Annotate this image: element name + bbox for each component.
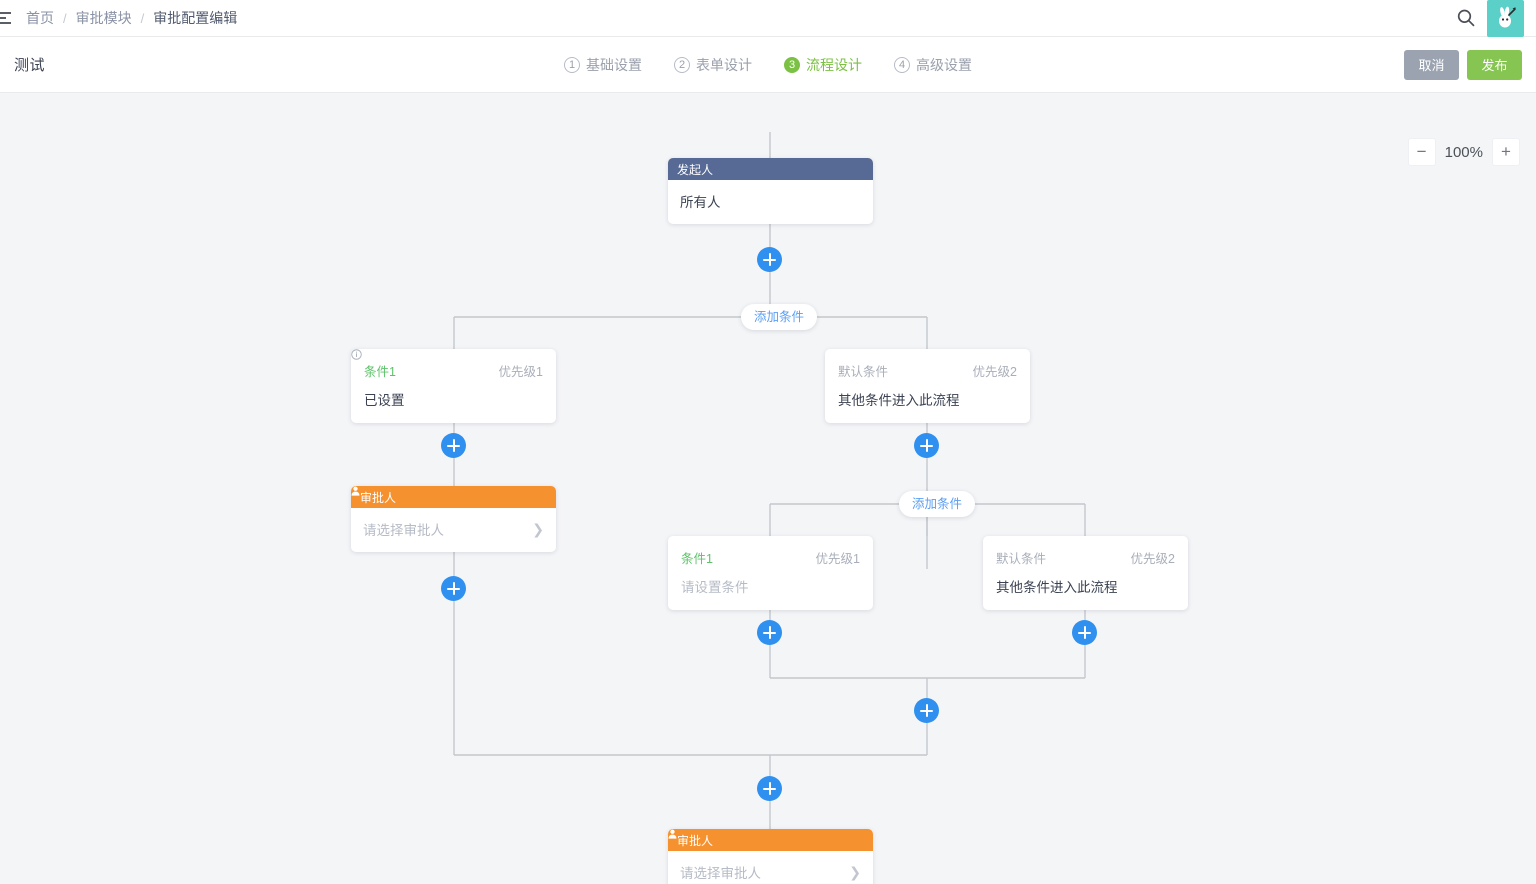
sub-header: 测试 1 基础设置 2 表单设计 3 流程设计 4 高级设置 取消 发布 [0,37,1536,93]
node-header: 审批人 [351,486,556,508]
step-number: 2 [674,56,690,73]
person-icon [351,486,360,496]
step-label: 表单设计 [696,56,752,73]
add-node-button-nested-right[interactable] [1072,620,1097,645]
condition-priority: 优先级1 [498,365,543,379]
top-bar-actions [1455,0,1536,37]
condition-name: 默认条件 [996,552,1047,566]
tab-basic-settings[interactable]: 1 基础设置 [564,55,642,75]
breadcrumb-item-home[interactable]: 首页 [26,10,54,26]
condition-priority: 优先级2 [972,365,1017,379]
add-node-button-after-outer-merge[interactable] [757,776,782,801]
breadcrumb-separator: / [140,10,145,26]
node-body[interactable]: 请选择审批人 ❯ [351,508,556,552]
step-number: 3 [784,56,800,73]
condition-header: 条件1 优先级1 [681,548,860,567]
condition-name: 条件1 [681,552,713,566]
node-header-label: 发起人 [677,162,714,177]
menu-collapse-icon[interactable] [0,11,12,25]
condition-value-row[interactable]: 请设置条件 [681,576,860,596]
add-node-button-left-branch[interactable] [441,433,466,458]
node-approver-left[interactable]: 审批人 请选择审批人 ❯ [351,486,556,552]
condition-value-row[interactable]: 其他条件进入此流程 [838,389,1017,409]
condition-name: 默认条件 [838,365,889,379]
node-body[interactable]: 请选择审批人 ❯ [668,851,873,884]
breadcrumb-item-module[interactable]: 审批模块 [75,10,132,26]
step-label: 流程设计 [806,56,862,73]
breadcrumb-separator: / [63,10,67,26]
node-body-value: 请选择审批人 [680,866,761,881]
condition-value-row[interactable]: 其他条件进入此流程 [996,576,1175,596]
condition-header: 默认条件 优先级2 [838,361,1017,380]
rabbit-avatar-icon [1498,6,1516,28]
condition-value-row[interactable]: 已设置 [351,349,543,409]
tab-advanced-settings[interactable]: 4 高级设置 [894,55,972,75]
step-indicator: 1 基础设置 2 表单设计 3 流程设计 4 高级设置 [564,55,972,75]
zoom-level: 100% [1444,143,1483,161]
node-condition-default-2[interactable]: 默认条件 优先级2 其他条件进入此流程 [983,536,1188,610]
node-header-label: 审批人 [360,490,397,505]
info-icon [351,349,362,360]
publish-button[interactable]: 发布 [1467,49,1522,80]
add-node-button-right-branch[interactable] [914,433,939,458]
add-node-button-after-approver-left[interactable] [441,576,466,601]
node-header-label: 审批人 [677,833,714,848]
breadcrumb-item-current: 审批配置编辑 [153,10,238,26]
node-header: 发起人 [668,158,873,180]
node-condition-1[interactable]: 条件1 优先级1 已设置 [351,349,556,423]
condition-value: 其他条件进入此流程 [996,580,1118,595]
node-condition-default-1[interactable]: 默认条件 优先级2 其他条件进入此流程 [825,349,1030,423]
condition-value: 其他条件进入此流程 [838,393,960,408]
condition-value: 已设置 [364,393,405,408]
node-body[interactable]: 所有人 [668,180,873,224]
avatar[interactable] [1487,0,1524,37]
header-actions: 取消 发布 [1404,49,1536,80]
step-number: 4 [894,56,910,73]
breadcrumb: 首页 / 审批模块 / 审批配置编辑 [26,8,237,28]
node-header: 审批人 [668,829,873,851]
node-approver-bottom[interactable]: 审批人 请选择审批人 ❯ [668,829,873,884]
condition-priority: 优先级2 [1130,552,1175,566]
zoom-out-button[interactable]: − [1407,138,1436,166]
person-icon [668,829,677,839]
condition-header: 默认条件 优先级2 [996,548,1175,567]
condition-name: 条件1 [364,365,396,379]
page-title: 测试 [14,57,46,74]
chevron-right-icon: ❯ [532,521,544,537]
search-icon[interactable] [1455,7,1477,29]
tab-process-design[interactable]: 3 流程设计 [784,55,862,75]
step-number: 1 [564,56,580,73]
node-body-value: 所有人 [680,195,721,210]
add-condition-button-nested[interactable]: 添加条件 [899,491,976,517]
zoom-in-button[interactable]: + [1492,138,1520,166]
condition-value: 请设置条件 [681,580,749,595]
condition-priority: 优先级1 [815,552,860,566]
node-body-value: 请选择审批人 [363,523,444,538]
node-condition-2[interactable]: 条件1 优先级1 请设置条件 [668,536,873,610]
condition-header: 条件1 优先级1 [364,361,543,380]
step-label: 高级设置 [916,56,972,73]
flow-canvas[interactable]: − 100% + [0,94,1536,884]
cancel-button[interactable]: 取消 [1404,49,1459,80]
add-condition-button-outer[interactable]: 添加条件 [741,304,818,330]
node-initiator[interactable]: 发起人 所有人 [668,158,873,224]
tab-form-design[interactable]: 2 表单设计 [674,55,752,75]
add-node-button-after-initiator[interactable] [757,247,782,272]
step-label: 基础设置 [586,56,642,73]
chevron-right-icon: ❯ [849,864,861,880]
top-bar: 首页 / 审批模块 / 审批配置编辑 [0,0,1536,37]
add-node-button-after-nested-merge[interactable] [914,698,939,723]
flow-graph: 发起人 所有人 添加条件 条件1 优先级1 已设置 [0,94,1536,884]
zoom-controls: − 100% + [1407,138,1520,166]
add-node-button-nested-left[interactable] [757,620,782,645]
